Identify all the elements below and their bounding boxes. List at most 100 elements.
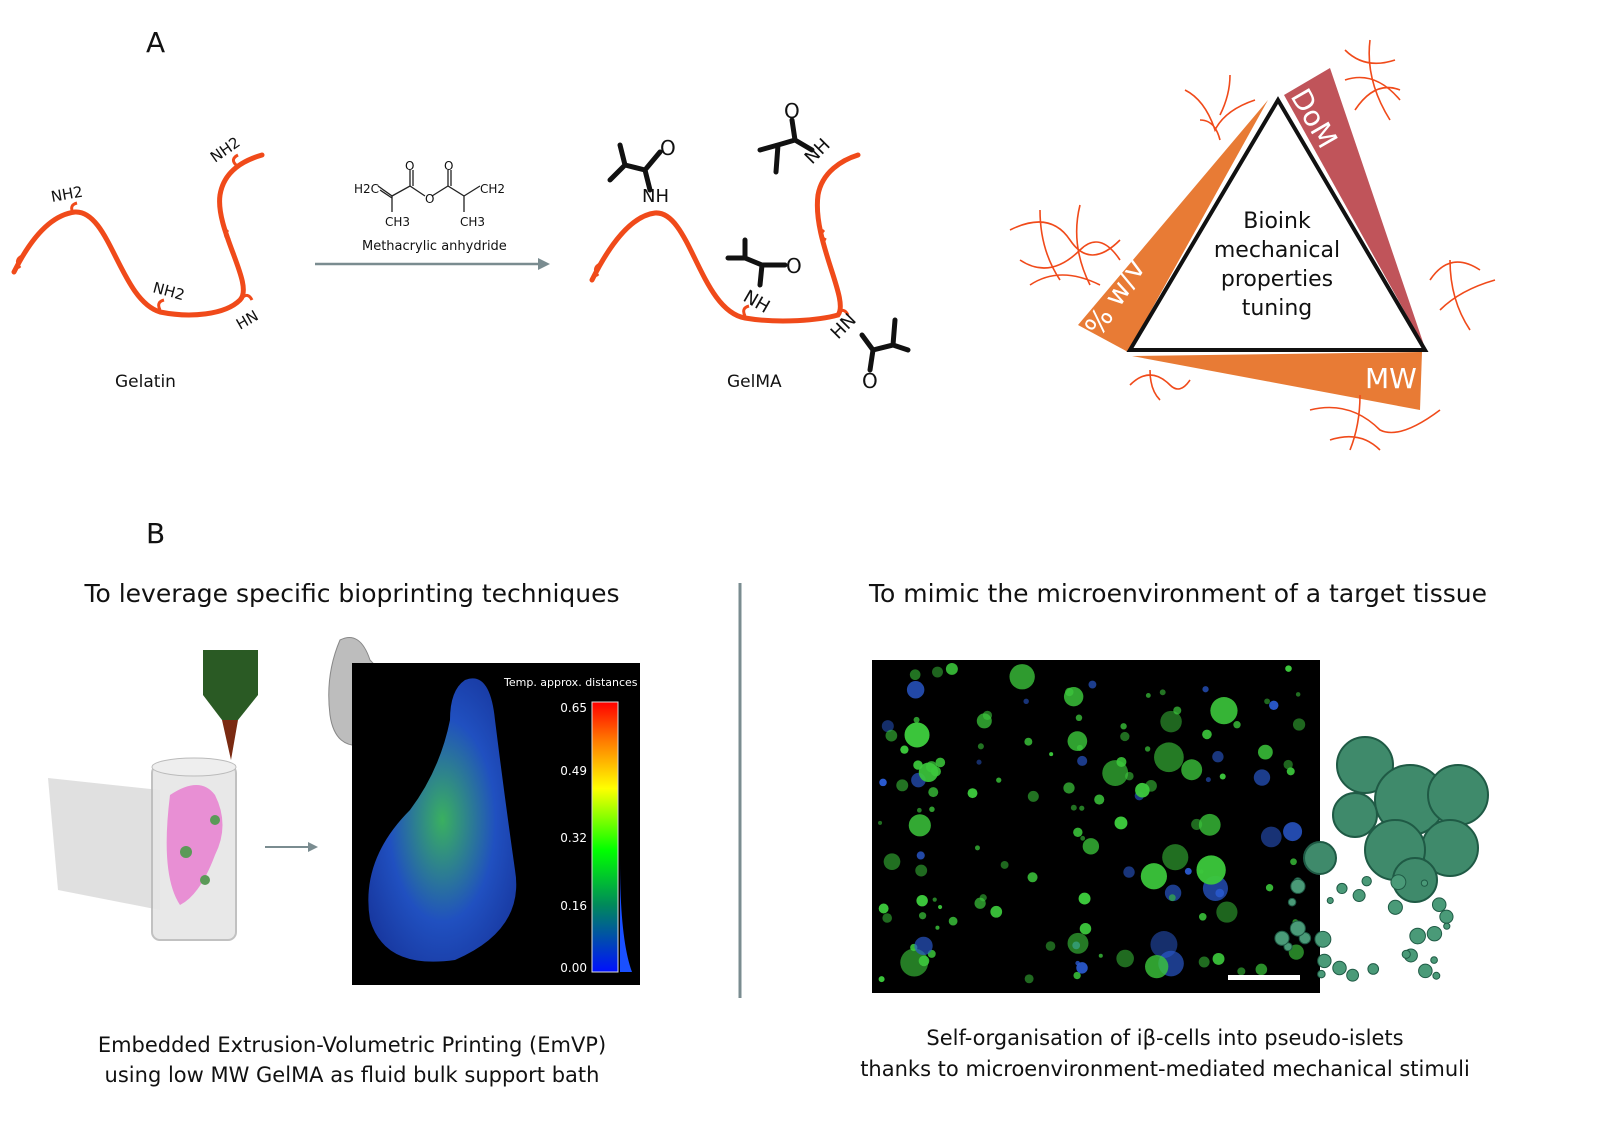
cell-dot [1260,826,1282,848]
cell-dot [1079,922,1092,935]
cell-dot [916,807,922,813]
amide-o-label: O [786,254,802,278]
cell-dot [885,729,898,742]
reagent-h2c: H2C [354,182,379,196]
cell-dot [915,864,928,877]
cell-dot [1285,665,1292,672]
cell-dot [932,666,943,678]
cell-dot [1237,967,1246,976]
cell-dot [1144,746,1151,752]
cell-dot [1210,697,1238,725]
cell-dot [1024,974,1034,984]
mw-wedge [1132,352,1422,410]
volumetric-render-image: Temp. approx. distances 0.65 0.49 0.32 0… [352,663,640,985]
cell-sphere [1427,764,1489,826]
cell-dot [1181,759,1203,781]
triangle-center-text: tuning [1242,296,1313,321]
cell-dot [1073,827,1083,837]
single-cell [1352,889,1366,903]
single-cell [1361,875,1372,887]
cell-dot [1070,804,1077,811]
cell-dot [1075,714,1083,722]
single-cell [1420,879,1429,887]
single-cell [1426,925,1443,942]
cell-dot [935,925,940,930]
left-title: To leverage specific bioprinting techniq… [83,579,619,608]
cell-dot [948,916,958,926]
single-cell [1432,971,1441,980]
cell-dot [1082,838,1100,855]
left-caption: Embedded Extrusion-Volumetric Printing (… [98,1033,606,1057]
scale-bar [1228,975,1300,980]
colorbar [591,701,619,973]
cell-dot [918,955,930,967]
cell-dot [1212,751,1224,763]
single-cell [1298,931,1312,945]
single-cell [1401,949,1411,959]
wv-wedge [1078,100,1268,352]
cell-dot [1173,706,1182,715]
cell-dot [882,913,892,923]
single-cell [1430,956,1438,964]
cell-dot [1000,861,1009,869]
cell-dot [925,761,938,773]
cell-dot [1063,782,1075,794]
single-cell [1287,897,1297,907]
single-cell [1274,930,1290,946]
cell-dot [1123,866,1135,878]
gelatin-label: Gelatin [115,372,176,392]
cell-dot [1116,756,1127,767]
cell-dot [976,759,982,765]
cell-dot [909,669,921,681]
reaction-arrow [315,258,550,270]
cell-dot [918,912,927,920]
cell-dot [878,976,885,983]
cell-dot [1269,700,1279,710]
polymer-strands-illustrations [1009,39,1496,451]
cell-dot [1120,731,1130,742]
cell-dot [935,757,946,768]
amide-o-label: O [784,99,800,123]
reagent-ch2: CH2 [480,182,505,196]
gelma-label: GelMA [727,372,782,392]
single-cell [1387,899,1403,915]
cell-dot [1283,822,1303,842]
cell-dot [979,894,987,902]
amide-o-label: O [660,136,676,160]
triangle-center-text: mechanical [1214,238,1340,263]
cell-dot [906,681,925,699]
cell-dot [1009,664,1035,690]
amide-nh-label: NH [801,135,835,169]
cell-dot [1075,960,1080,966]
cell-dot [1065,687,1074,697]
single-cell [1317,969,1326,979]
cell-dot [1067,731,1088,751]
cell-dot [1145,954,1169,979]
cell-dot [928,787,939,798]
reagent-ch3: CH3 [460,215,485,229]
cell-sphere [1303,841,1337,875]
methacrylic-anhydride-structure [377,170,481,212]
reagent-ch3: CH3 [385,215,410,229]
cell-dot [1198,813,1221,836]
single-cell [1390,874,1407,891]
colorbar-tick: 0.32 [560,831,587,845]
left-caption: using low MW GelMA as fluid bulk support… [105,1063,600,1087]
cell-dot [1088,680,1097,689]
single-cell [1367,963,1380,975]
cell-dot [982,710,993,720]
cell-dot [1077,755,1088,766]
single-cell [1336,882,1348,895]
cell-dot [938,904,943,910]
cell-dot [1145,780,1157,792]
cell-dot [990,905,1003,918]
pseudo-islet-illustration [1274,736,1489,982]
cell-dot [1023,698,1029,705]
cell-dot [1257,744,1273,760]
cell-dot [1184,867,1192,875]
cell-dot [974,845,980,851]
cell-dot [1168,894,1176,902]
amine-label: HN [233,307,261,334]
single-cell [1439,909,1454,924]
